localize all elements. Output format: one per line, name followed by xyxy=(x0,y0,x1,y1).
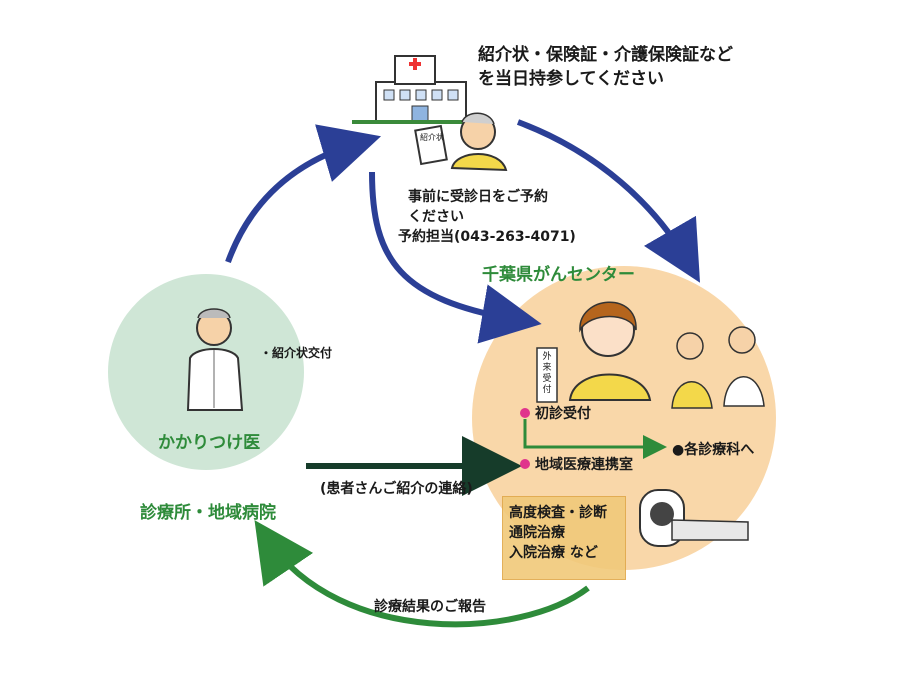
arrow-clinic-to-hospital xyxy=(225,124,382,264)
arrow-first-visit-to-departments xyxy=(523,419,667,459)
regional-office-label: 地域医療連携室 xyxy=(535,457,633,473)
first-visit-label: 初診受付 xyxy=(535,406,591,422)
referral-doc-label: 紹介状 xyxy=(420,133,444,142)
instruction-line-1: 紹介状・保険証・介護保険証など xyxy=(478,45,733,65)
service-line-2: 通院治療 xyxy=(509,525,565,541)
arrow-reservation-to-center xyxy=(369,171,542,344)
arrow-result-report xyxy=(254,520,590,628)
instruction-line-2: を当日持参してください xyxy=(478,69,664,89)
hospital-building-icon xyxy=(352,55,480,124)
service-line-3: 入院治療 など xyxy=(509,545,598,561)
clinic-type: 診療所・地域病院 xyxy=(140,503,276,523)
ct-scanner-icon xyxy=(639,489,749,547)
first-visit-bullet xyxy=(520,408,530,418)
service-line-1: 高度検査・診断 xyxy=(509,505,607,521)
doctor-icon xyxy=(186,308,244,411)
result-report-label: 診療結果のご報告 xyxy=(374,599,486,615)
referral-issue-label: ・紹介状交付 xyxy=(260,346,333,360)
reservation-line-2: ください xyxy=(408,209,464,225)
receptionist-icon xyxy=(568,301,652,401)
patient-referral-label: (患者さんご紹介の連絡) xyxy=(320,481,473,497)
elderly-patient-icon xyxy=(414,112,508,172)
reception-sign xyxy=(536,347,558,403)
services-box xyxy=(502,496,626,580)
arrow-hospital-to-center xyxy=(516,119,701,283)
center-name: 千葉県がんセンター xyxy=(482,265,635,285)
reception-sign-label: 外来受付 xyxy=(542,352,552,395)
regional-office-bullet xyxy=(520,459,530,469)
reservation-line-1: 事前に受診日をご予約 xyxy=(408,189,548,205)
consultation-icon xyxy=(671,326,765,409)
reservation-phone: 予約担当(043-263-4071) xyxy=(398,229,576,245)
departments-label: ●各診療科へ xyxy=(672,442,755,458)
clinic-name: かかりつけ医 xyxy=(158,433,261,453)
